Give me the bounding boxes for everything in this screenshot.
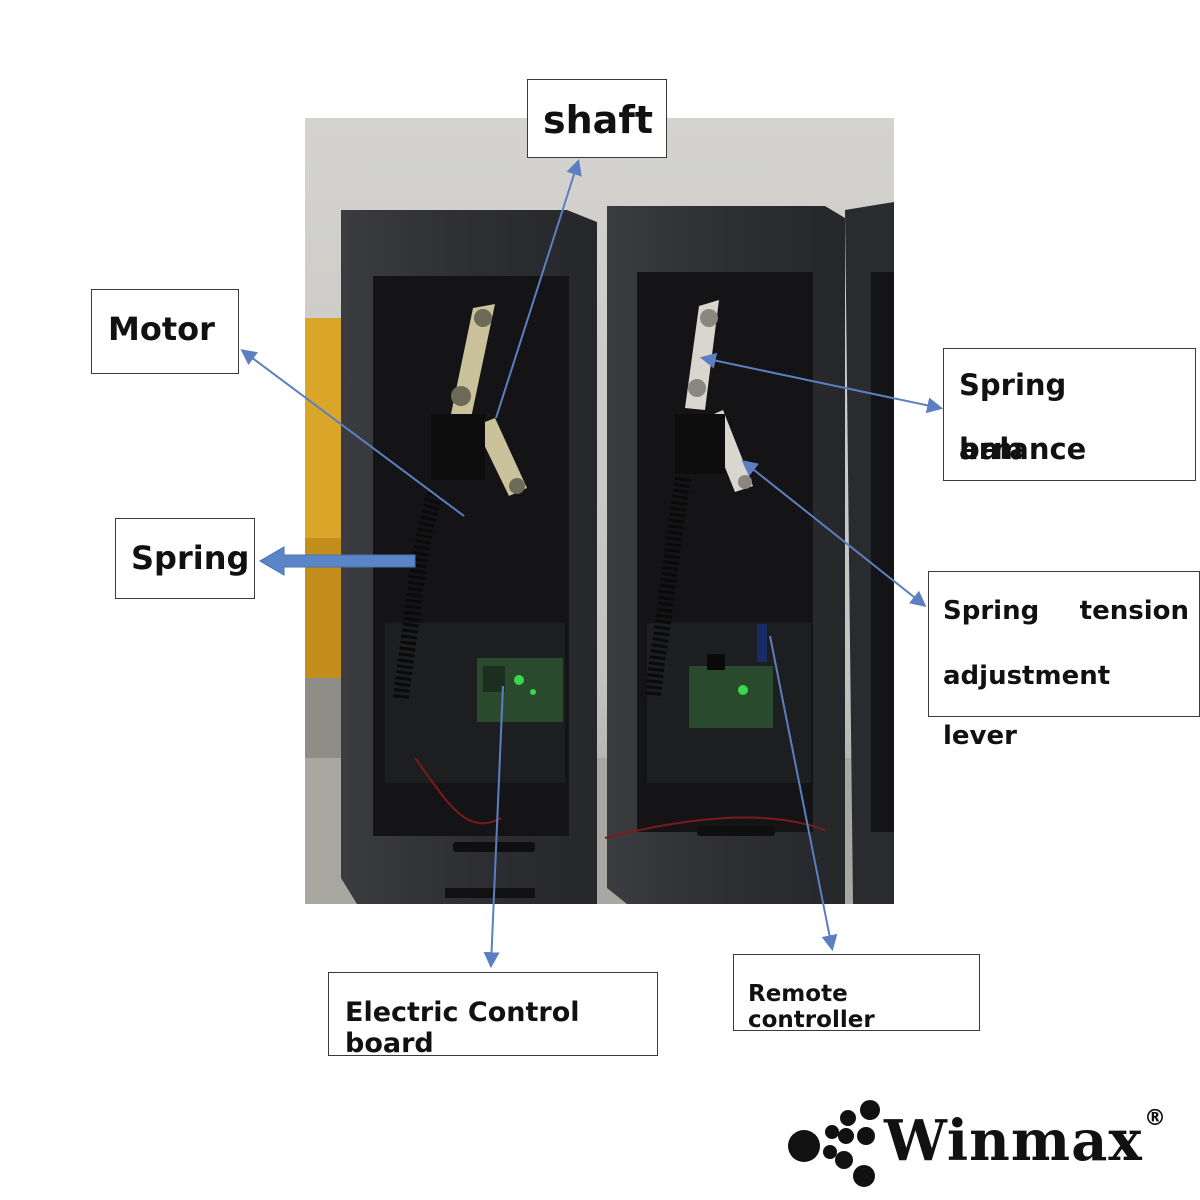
label-spring: Spring: [115, 518, 255, 599]
label-spring-tension-adjustment-lever: Spring tension adjustment lever: [928, 571, 1200, 751]
label-shaft: shaft: [527, 79, 667, 158]
label-shaft-text: shaft: [543, 98, 654, 142]
remote-controller-arrow: [769, 635, 838, 952]
label-remote-controller: Remote controller: [733, 954, 980, 1033]
spring-tension-arrow: [741, 460, 927, 607]
label-spring-tension-word1: Spring: [943, 596, 1040, 626]
label-motor: Motor: [91, 289, 239, 374]
label-electric-control-board: Electric Control board: [328, 972, 658, 1059]
label-spring-text: Spring: [131, 539, 250, 577]
motor-arrow: [240, 349, 465, 517]
winmax-logo: Winmax ®: [784, 1096, 1184, 1190]
label-motor-text: Motor: [108, 310, 215, 348]
label-remote-controller-text: Remote controller: [748, 981, 875, 1033]
brand-name: Winmax: [884, 1108, 1143, 1174]
spring-block-arrow: [259, 546, 416, 576]
control-board-arrow: [483, 685, 504, 969]
cabinet-left: [341, 210, 597, 904]
registered-mark: ®: [1144, 1106, 1166, 1131]
label-electric-control-board-text: Electric Control board: [345, 997, 580, 1059]
spring-balance-arm-arrow: [699, 352, 944, 414]
shaft-arrow: [495, 158, 582, 419]
label-spring-balance-arm-line1: Spring balance: [959, 368, 1087, 466]
label-spring-tension-word2: tension: [1079, 596, 1189, 626]
label-spring-tension-line2: adjustment lever: [943, 661, 1111, 751]
label-spring-balance-arm: Spring balance arm: [943, 348, 1196, 481]
label-spring-balance-arm-line2: arm: [959, 432, 1024, 466]
winmax-dots-icon: [788, 1100, 880, 1187]
